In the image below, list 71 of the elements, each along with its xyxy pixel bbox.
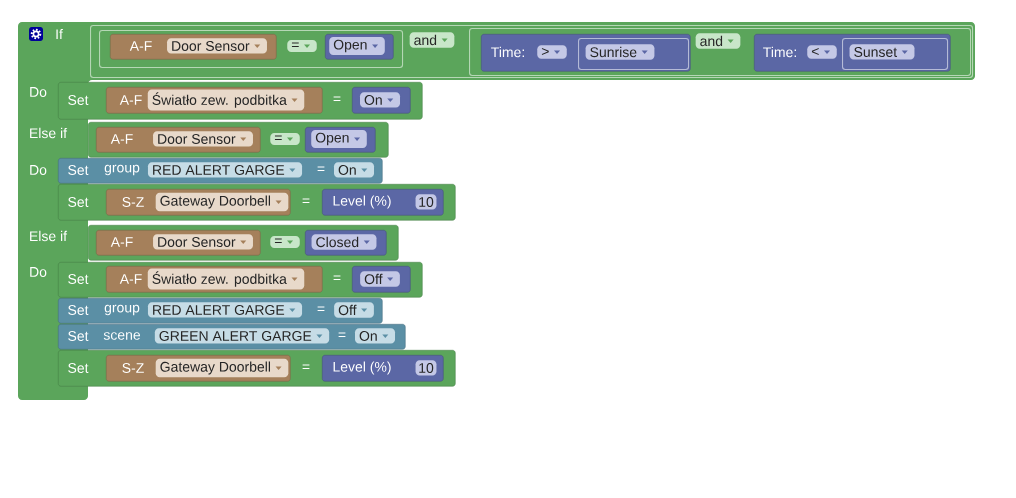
dropdown-field: RED ALERT GARGE (147, 302, 303, 318)
device-block (106, 87, 323, 114)
block-label: Set (68, 274, 89, 284)
dropdown-field: Off (334, 302, 374, 318)
block-label: = (302, 198, 310, 204)
block-label: group (104, 164, 140, 176)
block-label: Set (68, 305, 89, 315)
block-label: Set (68, 197, 89, 207)
dropdown-field: Closed (311, 234, 377, 250)
set-scene-block (58, 324, 406, 350)
device-block (106, 355, 291, 382)
block-label: Else if (30, 127, 68, 139)
value-block (305, 127, 376, 153)
value-block (305, 230, 387, 256)
block-label: = (333, 96, 341, 102)
set-group-block (58, 158, 383, 184)
device-block (96, 127, 261, 153)
block-label: = (317, 306, 325, 312)
block-label: Set (68, 331, 89, 341)
level-block (322, 355, 444, 382)
time-value-block (578, 38, 690, 71)
dropdown-field: Door Sensor (153, 131, 253, 147)
block-label: A-F (110, 237, 133, 247)
block-label: A-F (129, 41, 152, 51)
block-label: Set (68, 363, 89, 373)
dropdown-field: Door Sensor (153, 234, 253, 250)
dropdown-field: and (409, 32, 455, 48)
block-label: A-F (110, 134, 133, 144)
set-group-block (58, 298, 383, 324)
dropdown-field: Off (360, 271, 400, 287)
block-label: Else if (30, 230, 68, 242)
block-label: Do (30, 267, 47, 277)
block-label: Do (30, 165, 47, 175)
device-block (106, 189, 291, 216)
block-label: scene (103, 332, 141, 340)
block-label: = (338, 332, 346, 338)
device-block (110, 34, 277, 60)
dropdown-field: Sunrise (585, 44, 655, 60)
value-block (352, 87, 411, 114)
dropdown-field: On (360, 92, 400, 108)
block-label: A-F (119, 274, 142, 284)
dropdown-field: GREEN ALERT GARGE (154, 328, 330, 344)
block-label: group (104, 304, 140, 316)
block-label: Level (%) (333, 361, 391, 375)
dropdown-field: RED ALERT GARGE (147, 162, 303, 178)
block-label: Set (68, 95, 89, 105)
block-label: Time: (763, 46, 796, 58)
block-label: S-Z (122, 197, 144, 207)
block-label: = (302, 364, 310, 370)
dropdown-field: Sunset (849, 44, 915, 60)
dropdown-field: > (537, 45, 567, 59)
block-label: Time: (491, 46, 524, 58)
dropdown-field: < (807, 45, 837, 59)
device-block (96, 230, 261, 256)
dropdown-field: Door Sensor (167, 38, 267, 54)
block-label: A-F (119, 95, 142, 105)
block-label: Level (%) (333, 195, 391, 209)
block-label: = (333, 275, 341, 281)
device-block (106, 266, 323, 293)
dropdown-field: On (355, 328, 395, 344)
block-label: Set (68, 165, 89, 175)
block-label: S-Z (122, 363, 144, 373)
dropdown-field: On (334, 162, 374, 178)
time-value-block (842, 38, 949, 71)
block-label: Do (30, 87, 47, 97)
value-block (325, 34, 394, 60)
block-label: If (56, 28, 63, 40)
dropdown-field: and (695, 33, 741, 49)
level-block (322, 189, 444, 216)
value-block (352, 266, 411, 293)
block-label: = (317, 166, 325, 172)
